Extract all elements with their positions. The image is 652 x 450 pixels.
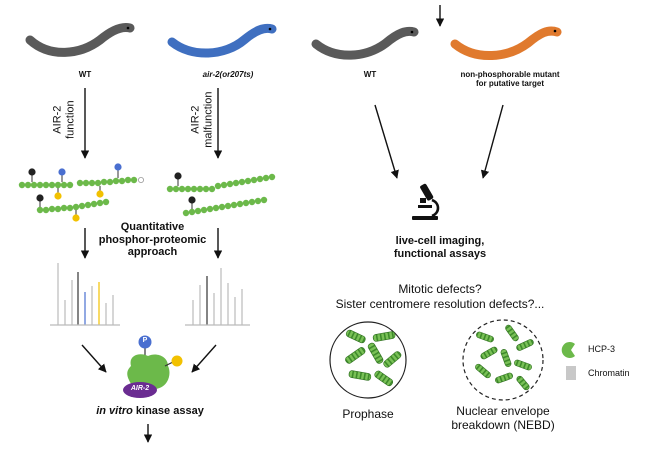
microscope-icon [412,183,440,220]
protein-chain [36,198,110,214]
worm-icon [167,23,277,58]
arrow [81,344,107,373]
legend-chromatin-icon [566,366,576,380]
arrow-label-malfunction: AIR-2 malfunction [189,91,214,148]
worm-wt-label-left: WT [78,70,92,79]
arrow [374,104,399,179]
worm-wt-label-right: WT [363,70,377,79]
arrow [191,344,217,373]
worm-icon [311,26,419,60]
worm-icon [450,26,562,60]
protein-chain [166,185,216,193]
worm-mutant-label-left: air-2(or207ts) [202,70,254,79]
arrow-label-function: AIR-2 function [51,100,76,139]
protein-chain [18,181,74,189]
cell-label-nebd: Nuclear envelope breakdown (NEBD) [451,404,555,432]
worm-mutant-label-right: non-phosphorable mutant for putative tar… [460,70,560,89]
legend-hcp3-icon [561,341,575,358]
legend-chromatin-label: Chromatin [588,368,630,378]
protein-chain [76,176,138,187]
arrow [480,104,504,179]
protein-chain [214,173,276,190]
question-centromere: Sister centromere resolution defects?... [335,297,545,311]
protein-chain [182,196,268,217]
cell-icon [329,321,407,399]
cell-label-prophase: Prophase [342,407,394,421]
worm-icon [25,23,135,57]
cell-icon [462,319,544,401]
legend-hcp3-label: HCP-3 [588,344,616,354]
phospho-tag-icon [174,172,196,209]
question-mitotic: Mitotic defects? [398,282,482,296]
kinase-icon [123,335,183,398]
protein-chains-wt [18,176,138,214]
protein-chains-mutant [166,173,276,217]
spectrum-wt [50,263,120,326]
phospho-tag-icon [28,163,144,222]
imaging-label: live-cell imaging, functional assays [393,235,487,260]
assay-label: in vitro kinase assay [96,405,204,417]
proteomics-label: Quantitative phosphor-proteomic approach [98,221,207,259]
kinase-name-label: AIR-2 [130,385,150,392]
kinase-phospho-p: P [142,337,148,344]
spectrum-mutant [185,268,250,326]
